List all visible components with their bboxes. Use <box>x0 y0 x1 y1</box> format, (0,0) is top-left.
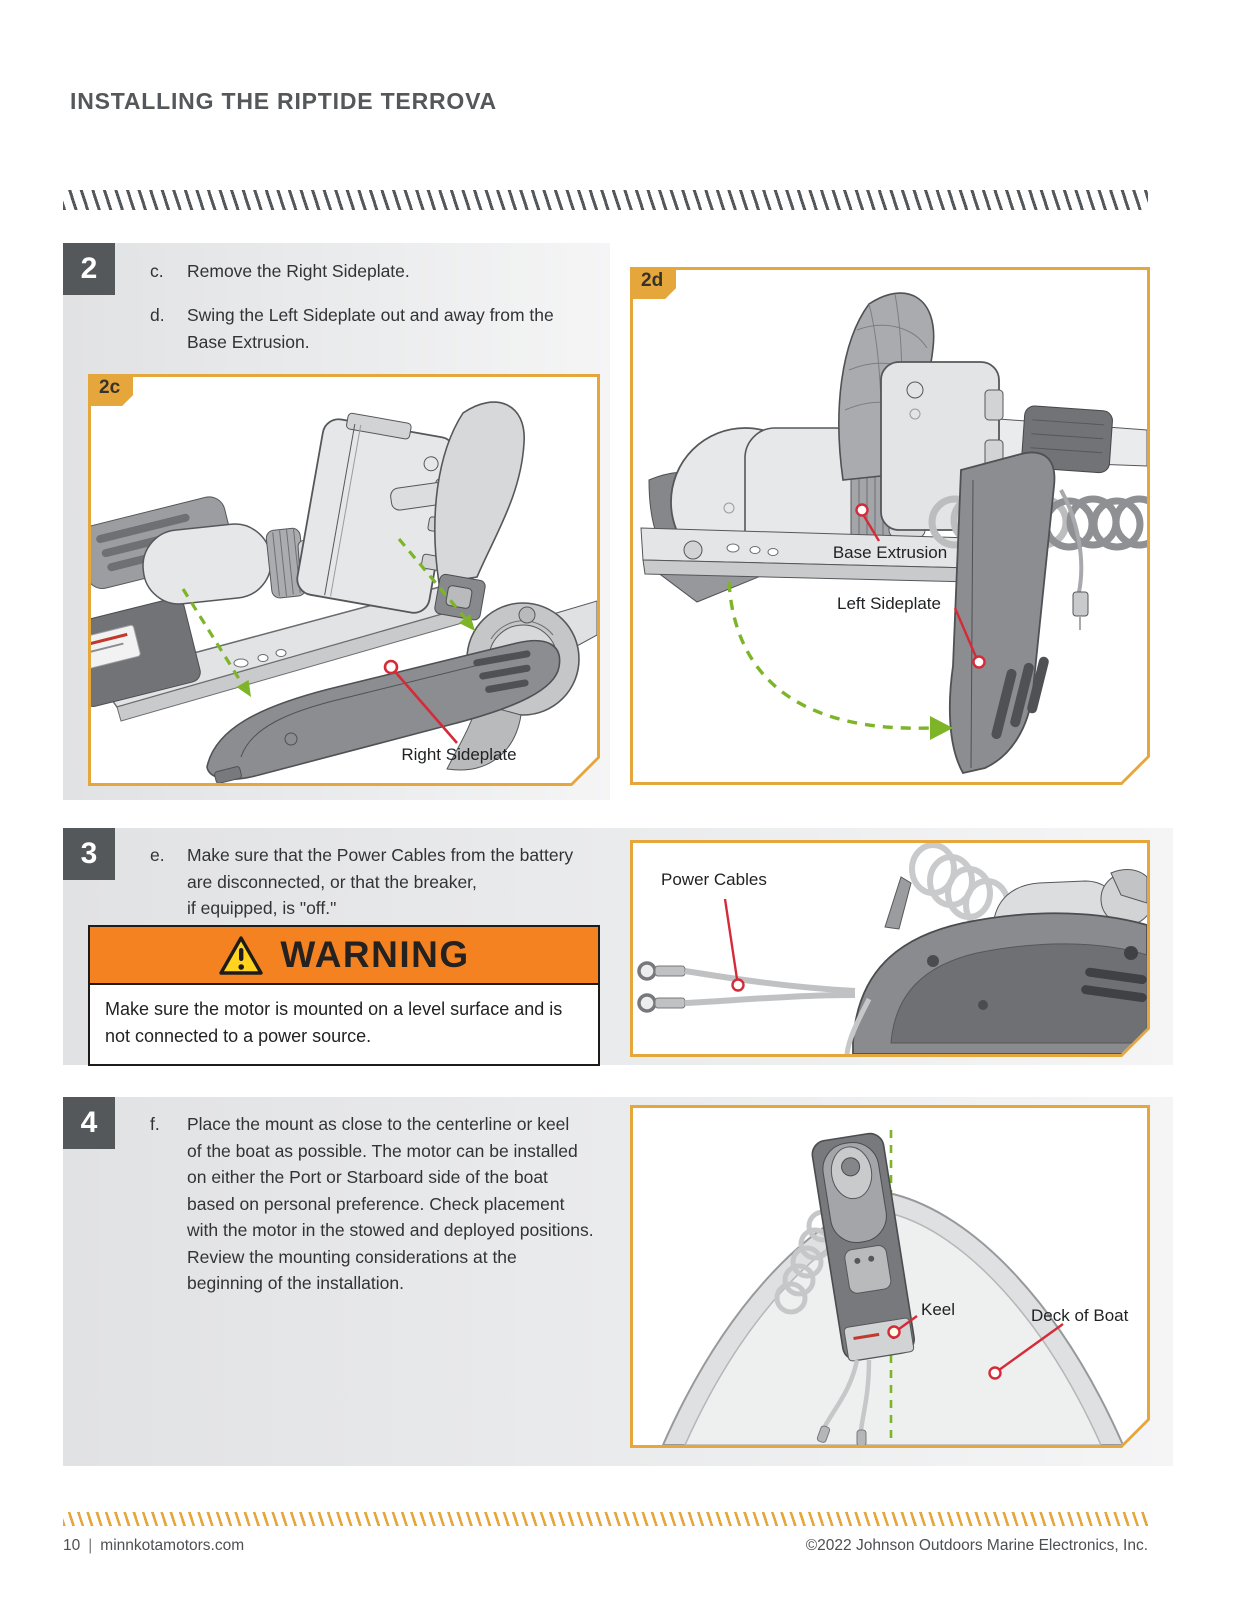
figure-2c-label: 2c <box>88 374 133 406</box>
footer: 10 | minnkotamotors.com ©2022 Johnson Outd… <box>63 1537 1148 1555</box>
warning-box: WARNING Make sure the motor is mounted o… <box>88 925 600 1066</box>
top-separator <box>63 190 1148 210</box>
callout-label-right-sideplate: Right Sideplate <box>401 745 517 764</box>
figure-keel-placement: Keel Deck of Boat <box>630 1105 1150 1448</box>
copyright-text: ©2022 Johnson Outdoors Marine Electronic… <box>805 1537 1148 1554</box>
step-4-number: 4 <box>63 1097 115 1149</box>
callout-label-base-extrusion: Base Extrusion <box>832 543 948 562</box>
warning-title: WARNING <box>280 934 470 975</box>
callout-label-power-cables: Power Cables <box>661 870 767 889</box>
step-item-letter: c. <box>150 261 164 281</box>
figure-power-cables: Power Cables <box>630 840 1150 1057</box>
figure-2c: 2c <box>88 374 600 786</box>
step-item-text: Make sure that the Power Cables from the… <box>187 845 574 918</box>
step-2-number: 2 <box>63 243 115 295</box>
step-item-text: Remove the Right Sideplate. <box>187 261 410 281</box>
step-item-letter: d. <box>150 305 165 325</box>
footer-divider: | <box>88 1537 93 1554</box>
step-item-text: Place the mount as close to the centerli… <box>187 1114 594 1293</box>
footer-separator <box>63 1512 1148 1526</box>
callout-label-keel: Keel <box>921 1300 956 1319</box>
figure-2d-label: 2d <box>630 267 676 299</box>
footer-left: 10 | minnkotamotors.com <box>63 1537 244 1555</box>
page-title: INSTALLING THE RIPTIDE TERROVA <box>70 88 497 114</box>
step-3-number: 3 <box>63 828 115 880</box>
step-item-f: f. Place the mount as close to the cente… <box>150 1111 594 1297</box>
warning-text: Make sure the motor is mounted on a leve… <box>105 999 563 1046</box>
callout-label-deck-of-boat: Deck of Boat <box>1031 1306 1129 1325</box>
figure-2d: 2d <box>630 267 1150 785</box>
motor-left-sideplate-illustration <box>633 270 1147 782</box>
step-2-panel: 2 c. Remove the Right Sideplate. d. Swin… <box>63 243 610 800</box>
step-item-letter: e. <box>150 845 165 865</box>
callout-label-left-sideplate: Left Sideplate <box>837 594 941 613</box>
page-number: 10 <box>63 1537 81 1554</box>
power-cables-illustration <box>633 843 1147 1054</box>
step-item-text: Swing the Left Sideplate out and away fr… <box>187 305 554 352</box>
boat-deck-illustration <box>633 1108 1147 1445</box>
step-item-c: c. Remove the Right Sideplate. <box>150 258 410 285</box>
warning-header: WARNING <box>90 927 598 985</box>
step-item-d: d. Swing the Left Sideplate out and away… <box>150 302 554 355</box>
warning-triangle-icon <box>219 935 264 975</box>
step-item-letter: f. <box>150 1114 160 1134</box>
motor-right-sideplate-illustration <box>91 377 597 783</box>
step-item-e: e. Make sure that the Power Cables from … <box>150 842 573 922</box>
website-text: minnkotamotors.com <box>100 1537 245 1554</box>
